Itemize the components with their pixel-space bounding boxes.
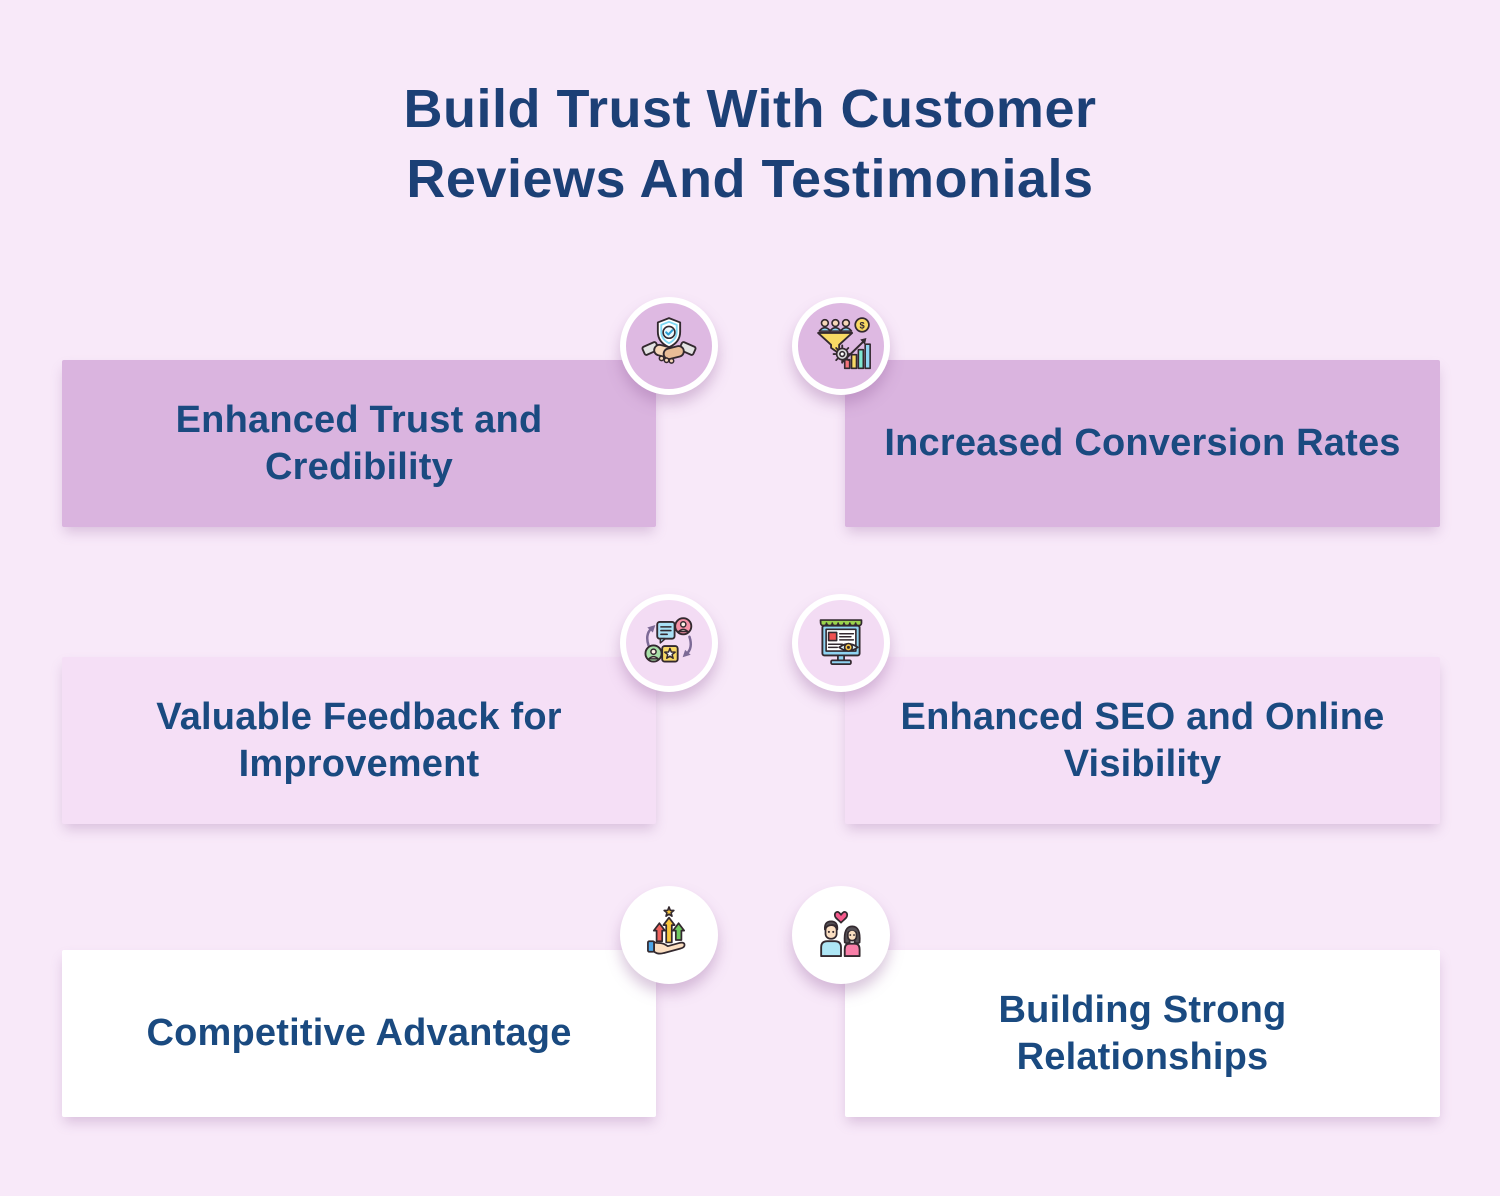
couple-heart-icon [792, 886, 890, 984]
card-building-relationships: Building Strong Relationships [845, 950, 1440, 1117]
card-label: Valuable Feedback for Improvement [156, 696, 562, 785]
card-label: Competitive Advantage [146, 1012, 572, 1055]
page-title-line1: Build Trust With Customer [403, 79, 1097, 139]
card-competitive-advantage: Competitive Advantage [62, 950, 656, 1117]
feedback-exchange-icon [620, 594, 718, 692]
handshake-shield-icon [620, 297, 718, 395]
card-increased-conversion: Increased Conversion Rates [845, 360, 1440, 527]
conversion-funnel-icon: $ [792, 297, 890, 395]
growth-arrows-hand-icon [620, 886, 718, 984]
page-title: Build Trust With Customer Reviews And Te… [0, 74, 1500, 214]
card-enhanced-seo: Enhanced SEO and Online Visibility [845, 657, 1440, 824]
card-label: Increased Conversion Rates [884, 422, 1401, 465]
card-label: Enhanced Trust and Credibility [175, 399, 543, 488]
dollar-symbol: $ [859, 320, 865, 330]
page-title-line2: Reviews And Testimonials [406, 149, 1094, 209]
card-label: Building Strong Relationships [998, 989, 1287, 1078]
storefront-visibility-icon [792, 594, 890, 692]
card-valuable-feedback: Valuable Feedback for Improvement [62, 657, 656, 824]
card-label: Enhanced SEO and Online Visibility [900, 696, 1385, 785]
card-enhanced-trust: Enhanced Trust and Credibility [62, 360, 656, 527]
